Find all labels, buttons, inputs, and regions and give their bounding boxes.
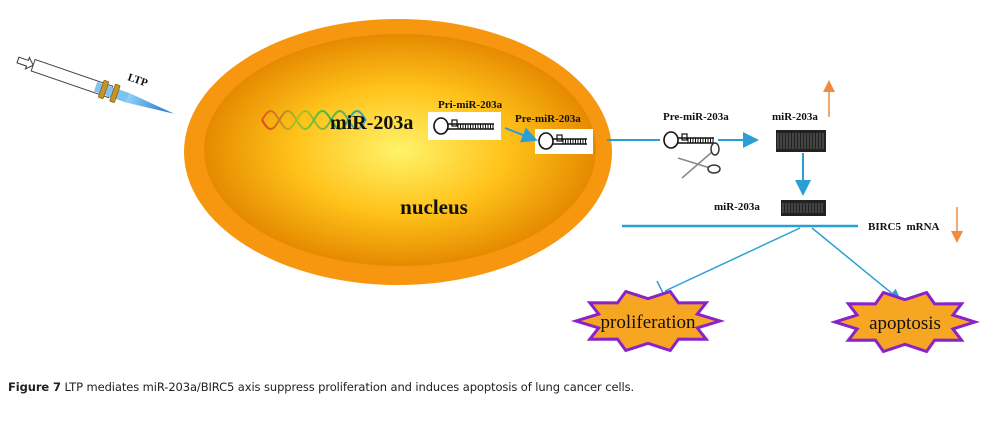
apoptosis-starburst — [829, 290, 981, 354]
pri-mirna-box — [428, 112, 501, 140]
mature-mirna-label: miR-203a — [772, 111, 818, 123]
scissors-icon — [677, 142, 721, 179]
dna-helix-icon — [261, 109, 367, 131]
inhibition-line — [664, 227, 801, 292]
gene-label: miR-203a — [330, 112, 413, 134]
proliferation-label: proliferation — [601, 312, 696, 333]
pri-mirna-hairpin-icon — [433, 117, 494, 135]
pre-mirna-nucleus-label: Pre-miR-203a — [515, 113, 581, 125]
bound-mirna-duplex-icon — [781, 200, 826, 216]
apoptosis-label: apoptosis — [869, 313, 941, 334]
pre-mirna-hairpin-icon — [538, 132, 587, 150]
pre-mirna-cytoplasm-hairpin-icon — [663, 131, 714, 149]
nucleus-label: nucleus — [400, 195, 468, 219]
bound-mirna-label: miR-203a — [714, 201, 760, 213]
figure-caption: Figure 7 LTP mediates miR-203a/BIRC5 axi… — [8, 380, 634, 394]
target-label: BIRC5 mRNA — [868, 221, 940, 233]
nucleus — [204, 34, 596, 266]
mature-mirna-duplex-icon — [776, 130, 826, 152]
caption-text: LTP mediates miR-203a/BIRC5 axis suppres… — [60, 380, 635, 394]
syringe-icon — [16, 56, 175, 114]
drug-label: LTP — [126, 71, 149, 89]
activation-arrow — [811, 227, 902, 301]
arrow-pri-to-pre — [504, 127, 538, 143]
proliferation-starburst — [570, 289, 726, 353]
pre-mirna-cytoplasm-label: Pre-miR-203a — [663, 111, 729, 123]
pri-mirna-label: Pri-miR-203a — [438, 99, 503, 111]
figure-number: Figure 7 — [8, 380, 61, 394]
